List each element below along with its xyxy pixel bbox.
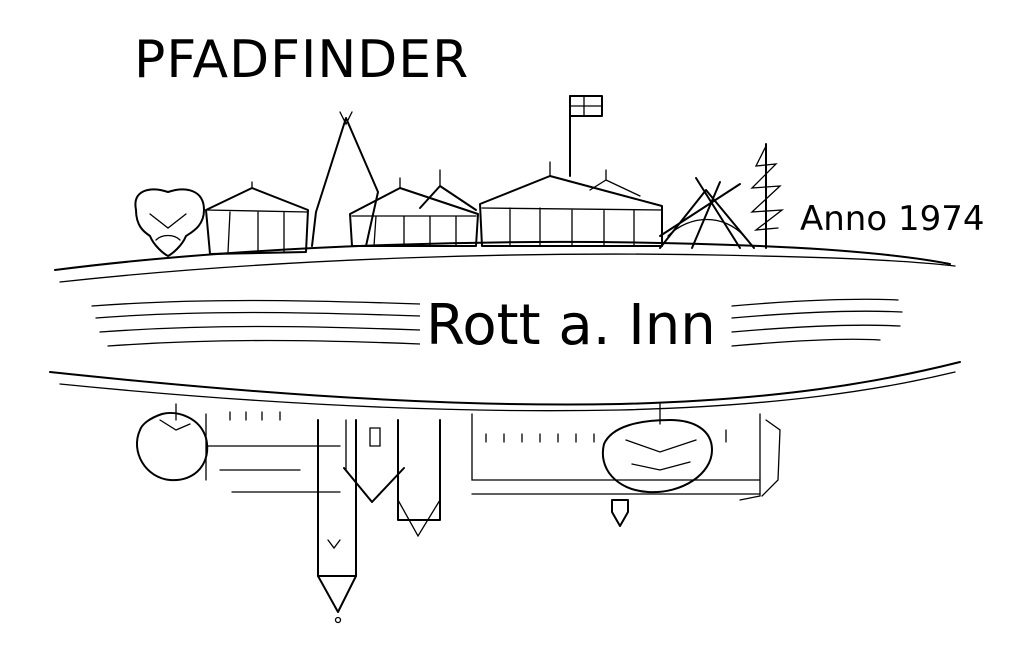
- horizon-line-lower: [59, 253, 956, 283]
- tent-icon-2: [349, 169, 479, 247]
- page-title: PFADFINDER: [134, 30, 470, 90]
- tree-reflection-left-icon: [135, 403, 209, 482]
- water-waves-icon: [91, 298, 903, 347]
- teepee-icon-2: [659, 177, 755, 249]
- riverbank-line-lower: [59, 371, 956, 412]
- flag-icon: [569, 95, 603, 177]
- founding-year-label: Anno 1974: [800, 199, 985, 239]
- place-name-label: Rott a. Inn: [420, 293, 722, 358]
- horizon-line-top: [54, 241, 951, 271]
- tent-icon-1: [205, 181, 309, 255]
- tree-reflection-right-icon: [601, 403, 713, 494]
- scout-lily-emblem-icon: [134, 188, 205, 257]
- tent-icon-3: [479, 161, 663, 247]
- riverbank-line-top: [49, 361, 961, 406]
- teepee-icon-1: [311, 111, 379, 247]
- fir-tree-icon: [750, 143, 785, 249]
- town-reflection: [205, 411, 781, 624]
